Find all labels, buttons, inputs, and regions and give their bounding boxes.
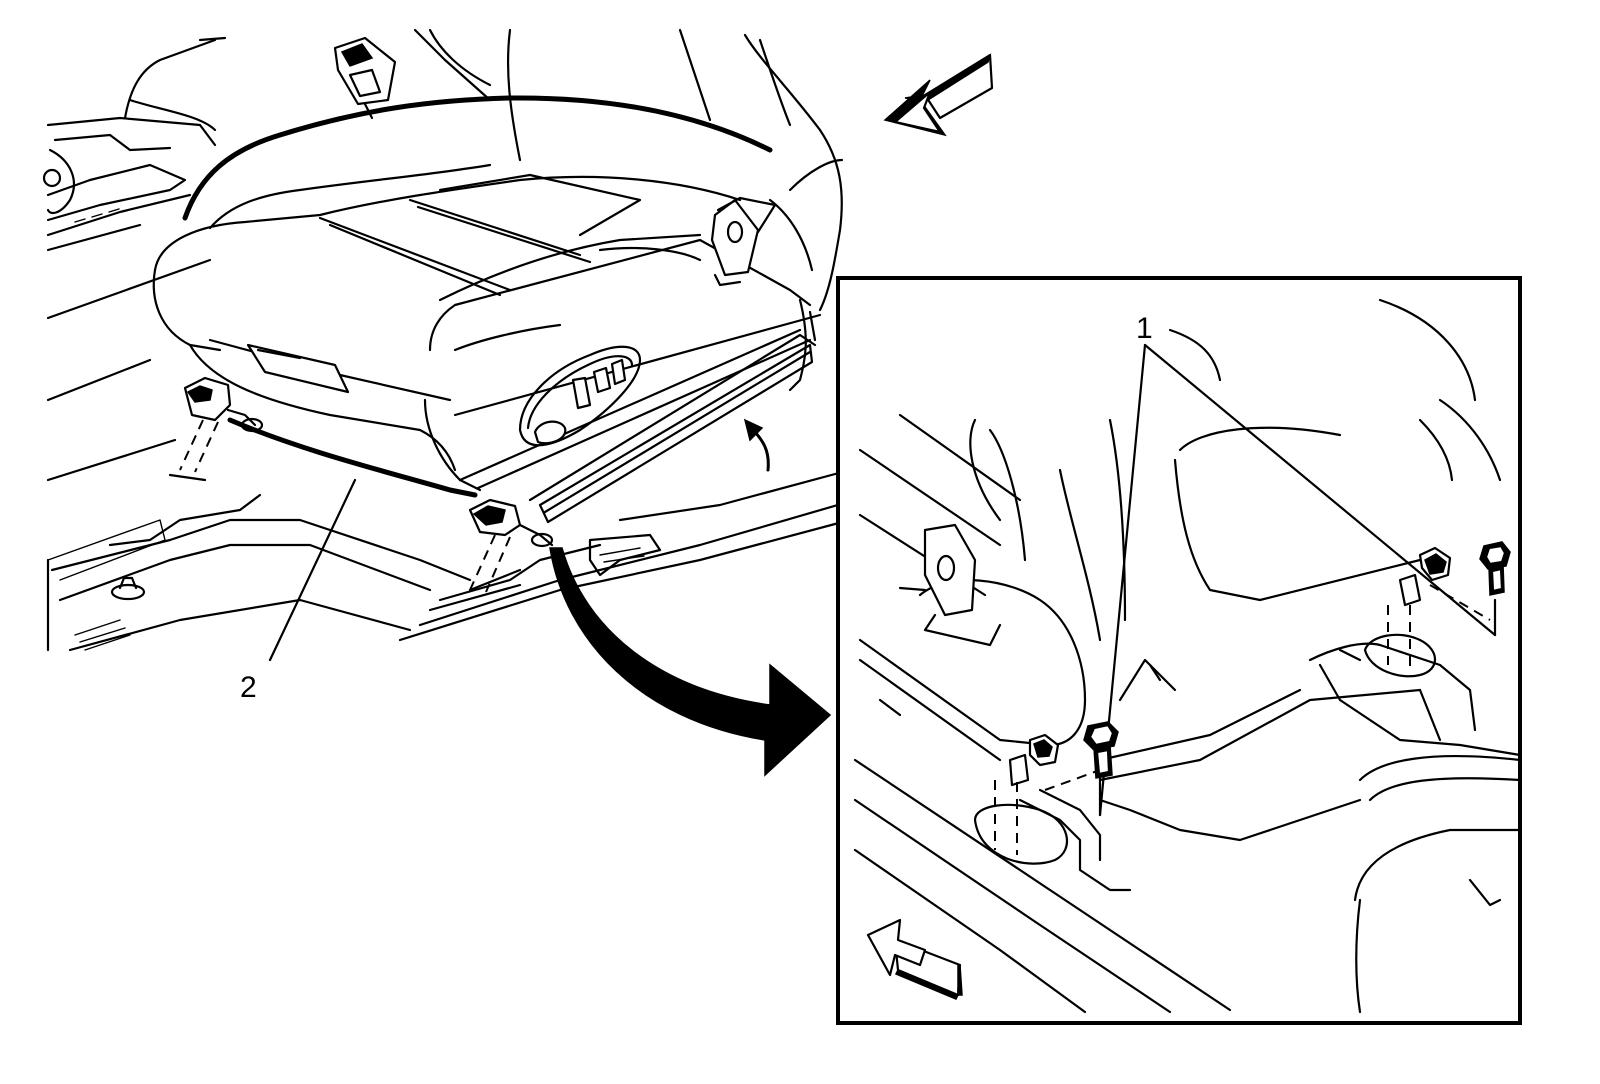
seat-feet (183, 376, 554, 548)
seatbelt-buckle (333, 36, 397, 120)
callout-seat: 2 (240, 671, 257, 704)
curved-arrow-icon (549, 547, 832, 777)
seat-back (506, 28, 844, 312)
leader-line-seat (268, 478, 357, 662)
detail-inset-frame (836, 276, 1522, 1025)
direction-arrow-icon (866, 918, 963, 1000)
bolt-icon (1083, 721, 1119, 779)
vehicle-floor (46, 258, 857, 652)
seat-track (528, 333, 817, 524)
bolt-icon (1479, 541, 1511, 596)
callout-bolts: 1 (1136, 312, 1153, 345)
seat-switch-panel (518, 345, 642, 447)
inset-detail (853, 298, 1522, 1014)
recliner-bracket (710, 196, 777, 287)
seat-cushion (152, 95, 822, 498)
direction-arrow-icon (883, 53, 994, 137)
lift-arrow-icon (743, 418, 770, 472)
bolt-paths-main (168, 419, 511, 593)
center-console (42, 28, 492, 252)
